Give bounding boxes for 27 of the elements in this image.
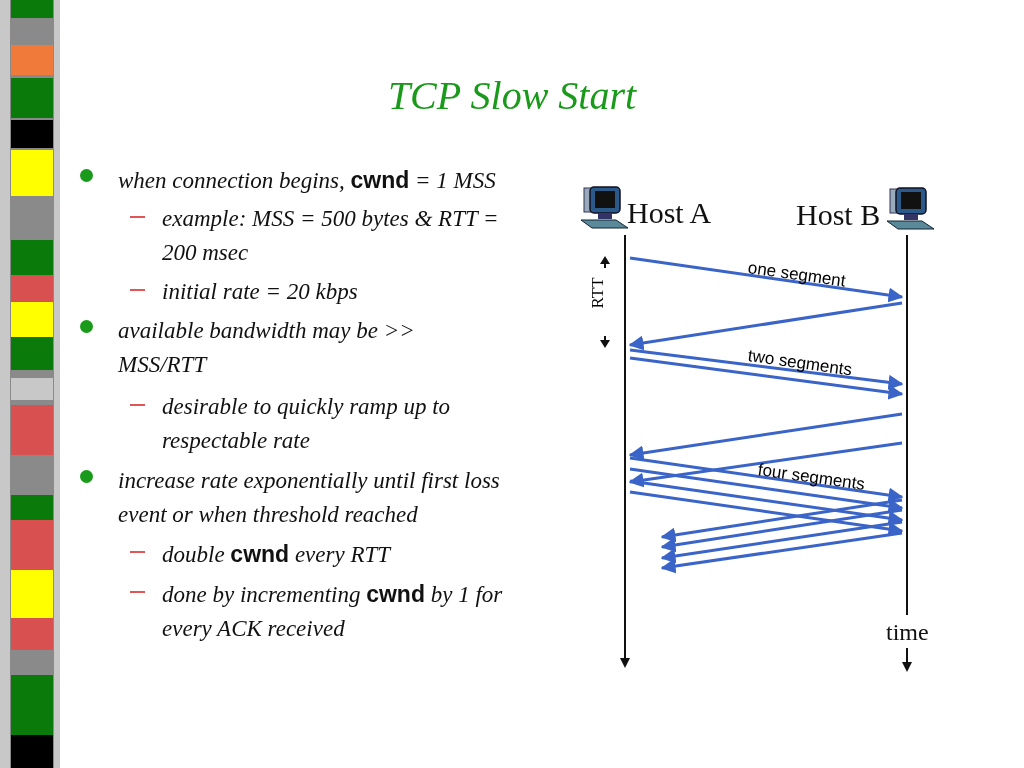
arrow xyxy=(629,356,904,400)
arrow xyxy=(628,441,903,488)
arrow xyxy=(660,520,903,564)
rtt-label: RTT xyxy=(588,277,608,309)
bullet-text: done by incrementing cwnd by 1 for every ACK received xyxy=(162,580,504,643)
bullet-text: when connection begins, cwnd = 1 MSS xyxy=(118,166,497,195)
edge-label: two segments xyxy=(746,346,854,381)
arrow xyxy=(629,479,904,526)
bullet-text: double cwnd every RTT xyxy=(162,540,393,569)
edge-label: one segment xyxy=(746,258,847,292)
timeline xyxy=(620,235,630,668)
bullet-text: desirable to quickly ramp up to respectable rate xyxy=(162,393,452,455)
arrow xyxy=(660,508,903,553)
edge-label: four segments xyxy=(756,460,867,495)
arrow xyxy=(628,412,903,461)
arrow xyxy=(660,498,903,543)
host-label: Host A xyxy=(627,196,712,230)
arrow xyxy=(660,531,903,574)
arrow xyxy=(629,348,904,390)
arrow xyxy=(629,256,904,303)
arrow xyxy=(629,467,904,514)
bullet-text: initial rate = 20 kbps xyxy=(162,278,359,306)
host-label: Host B xyxy=(796,198,881,232)
arrow xyxy=(629,456,904,503)
axis-label: time xyxy=(886,619,929,646)
arrow xyxy=(628,301,903,351)
slide-title: TCP Slow Start xyxy=(387,73,637,118)
